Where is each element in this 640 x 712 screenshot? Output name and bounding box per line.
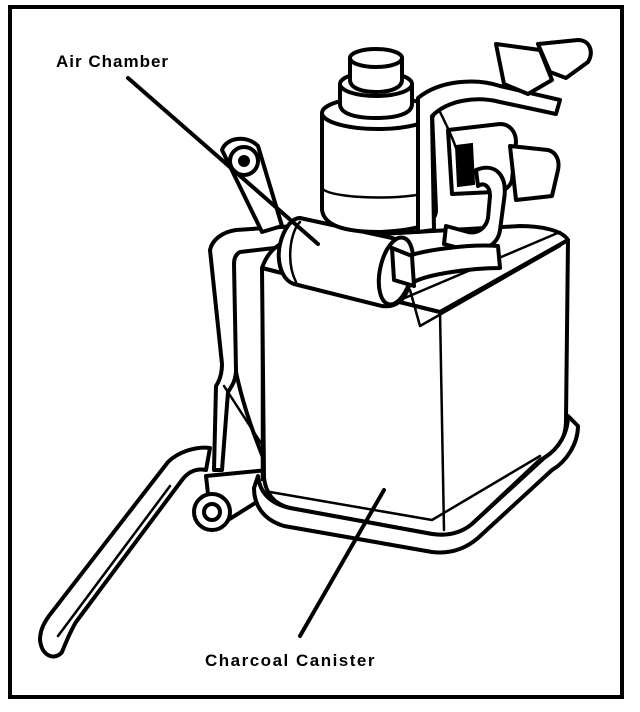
mounting-bracket	[38, 136, 298, 659]
air-chamber-label: Air Chamber	[56, 52, 170, 71]
charcoal-canister-leader	[298, 488, 386, 638]
diagram-frame	[8, 5, 624, 699]
charcoal-canister-label: Charcoal Canister	[205, 651, 376, 670]
hose-connector	[390, 38, 593, 288]
vacuum-valve	[320, 47, 438, 234]
air-chamber-leader	[126, 76, 320, 246]
